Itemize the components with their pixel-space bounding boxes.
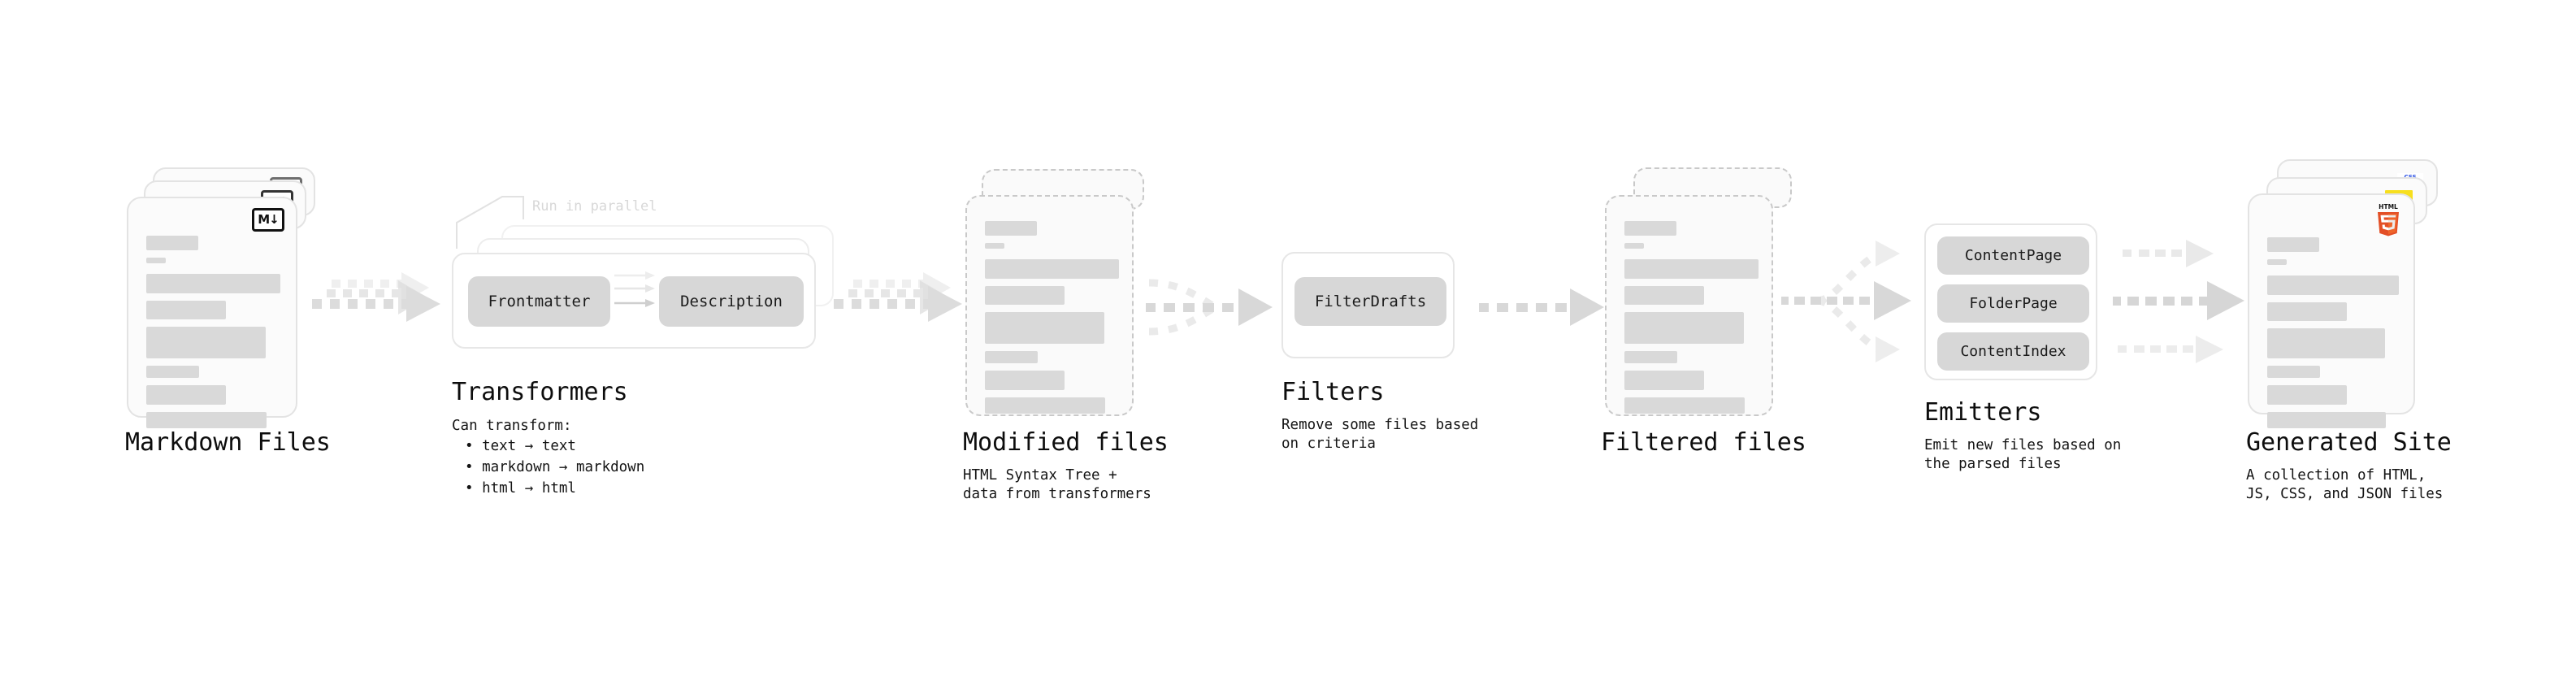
doc-line [146,412,267,428]
doc-line [146,327,266,358]
doc-line [2267,385,2347,405]
html5-badge: HTML [2373,202,2404,239]
page-title-modified: Modified files [963,428,1169,457]
doc-line [146,236,198,250]
doc-line [1624,397,1745,414]
pill-frontmatter[interactable]: Frontmatter [468,276,610,327]
arrow-filtered-to-emitters [1780,234,1934,368]
pill-contentindex[interactable]: ContentIndex [1937,332,2089,371]
doc-line [1624,221,1676,236]
doc-line [146,274,280,293]
doc-placeholder-lines [2267,237,2399,436]
generated-card-html: HTML [2248,193,2415,428]
page-title-markdown: Markdown Files [125,428,331,457]
arrow-modified-to-filters [1138,268,1284,358]
transformer-group-front: Frontmatter Description [452,253,816,349]
arrow-emitters-to-generated [2111,234,2257,368]
doc-placeholder-lines [985,221,1119,421]
svg-text:HTML: HTML [2379,203,2398,210]
emitters-group: ContentPage FolderPage ContentIndex [1924,223,2097,380]
run-in-parallel-bracket [455,195,553,252]
doc-line [2267,412,2386,428]
run-in-parallel-label: Run in parallel [532,198,657,215]
page-title-transformers: Transformers [452,378,628,406]
doc-placeholder-lines [1624,221,1759,421]
doc-line [985,397,1105,414]
filtered-card-front [1605,195,1773,416]
modified-subtitle-line1: HTML Syntax Tree + [963,467,1117,484]
transformers-caption-head: Can transform: [452,418,572,434]
filters-subtitle-line2: on criteria [1281,436,1376,452]
doc-line [985,351,1038,363]
arrow-filters-to-filtered [1479,288,1609,337]
transformers-bullet-2: • html → html [465,480,576,497]
doc-line [985,259,1119,279]
doc-line [1624,371,1704,390]
doc-line [1624,243,1644,249]
doc-line [2267,302,2347,321]
page-title-filtered: Filtered files [1601,428,1806,457]
modified-subtitle-line2: data from transformers [963,486,1151,502]
arrow-transformers-to-modified [830,272,969,349]
doc-line [985,312,1104,344]
doc-line [985,221,1037,236]
doc-line [146,258,166,263]
doc-line [2267,259,2287,265]
pill-folderpage[interactable]: FolderPage [1937,284,2089,323]
doc-line [2267,366,2320,378]
modified-card-front [965,195,1134,416]
doc-line [1624,351,1677,363]
generated-subtitle-line2: JS, CSS, and JSON files [2246,486,2444,502]
page-title-filters: Filters [1281,378,1385,406]
arrow-markdown-to-transformers [309,272,447,349]
emitters-subtitle-line1: Emit new files based on [1924,437,2122,453]
generated-subtitle-line1: A collection of HTML, [2246,467,2426,484]
page-title-generated: Generated Site [2246,428,2452,457]
doc-line [1624,312,1744,344]
markdown-card-front: M↓ [127,197,297,428]
doc-line [2267,237,2319,252]
doc-line [1624,286,1704,305]
doc-line [146,366,199,378]
doc-line [1624,259,1759,279]
doc-line [146,301,226,319]
doc-line [2267,275,2399,295]
doc-line [985,243,1004,249]
doc-line [2267,328,2385,358]
pill-contentpage[interactable]: ContentPage [1937,236,2089,275]
transformers-bullet-1: • markdown → markdown [465,459,645,475]
transformer-inner-arrows [614,271,660,319]
filters-subtitle-line1: Remove some files based [1281,417,1479,433]
doc-line [985,371,1065,390]
doc-line [985,286,1065,305]
markdown-badge: M↓ [252,208,284,232]
doc-line [146,385,226,405]
pill-description[interactable]: Description [659,276,804,327]
filters-group: FilterDrafts [1281,252,1455,358]
doc-placeholder-lines [146,236,280,436]
emitters-subtitle-line2: the parsed files [1924,456,2062,472]
pill-filterdrafts[interactable]: FilterDrafts [1295,277,1446,326]
transformers-bullet-0: • text → text [465,438,576,454]
page-title-emitters: Emitters [1924,398,2042,427]
